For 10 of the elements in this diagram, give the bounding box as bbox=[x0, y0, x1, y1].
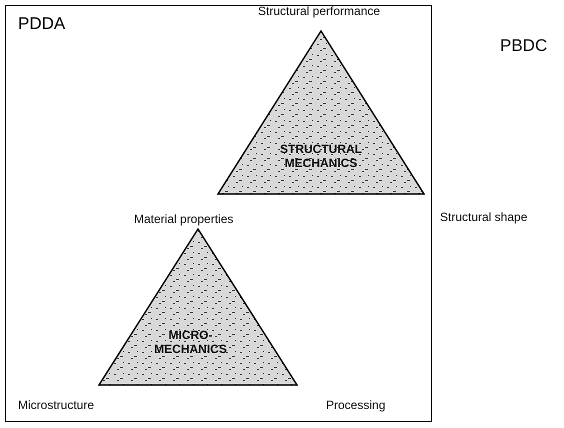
region-frame bbox=[5, 5, 432, 422]
vertex-label: Microstructure bbox=[18, 398, 94, 412]
vertex-label: Structural shape bbox=[440, 210, 528, 224]
triangle-label: MICRO-MECHANICS bbox=[153, 328, 228, 356]
vertex-label: Structural performance bbox=[258, 4, 380, 18]
region-title: PDDA bbox=[18, 14, 66, 34]
region-title: PBDC bbox=[500, 36, 548, 56]
triangle-label: STRUCTURAL MECHANICS bbox=[279, 142, 363, 170]
vertex-label: Processing bbox=[326, 398, 386, 412]
vertex-label: Material properties bbox=[134, 212, 234, 226]
